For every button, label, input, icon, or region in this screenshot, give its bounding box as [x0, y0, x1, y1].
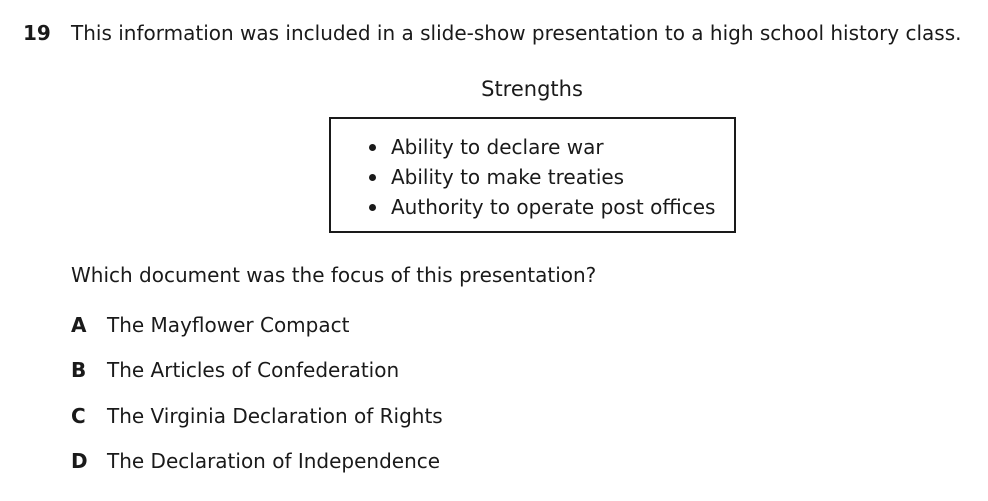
option-letter: B: [71, 358, 87, 382]
bullet-icon: [369, 174, 376, 181]
answer-option-b[interactable]: B The Articles of Confederation: [71, 357, 399, 383]
question-prompt: Which document was the focus of this pre…: [71, 263, 597, 287]
question-number: 19: [23, 21, 51, 45]
option-letter: D: [71, 449, 88, 473]
strengths-box: Ability to declare war Ability to make t…: [329, 117, 736, 233]
strength-item: Ability to declare war: [365, 132, 715, 162]
option-text: The Virginia Declaration of Rights: [107, 404, 443, 428]
bullet-icon: [369, 144, 376, 151]
strengths-title: Strengths: [481, 77, 583, 101]
answer-option-a[interactable]: A The Mayflower Compact: [71, 312, 349, 338]
answer-option-d[interactable]: D The Declaration of Independence: [71, 448, 440, 474]
bullet-icon: [369, 204, 376, 211]
strength-item: Ability to make treaties: [365, 162, 715, 192]
option-letter: A: [71, 313, 87, 337]
answer-option-c[interactable]: C The Virginia Declaration of Rights: [71, 403, 443, 429]
strength-text: Ability to declare war: [391, 135, 604, 159]
strength-text: Authority to operate post offices: [391, 195, 716, 219]
strengths-list: Ability to declare war Ability to make t…: [365, 132, 715, 222]
option-letter: C: [71, 404, 86, 428]
option-text: The Mayflower Compact: [107, 313, 350, 337]
option-text: The Declaration of Independence: [107, 449, 441, 473]
strength-text: Ability to make treaties: [391, 165, 625, 189]
question-stem: This information was included in a slide…: [71, 21, 962, 45]
strength-item: Authority to operate post offices: [365, 192, 715, 222]
option-text: The Articles of Confederation: [107, 358, 400, 382]
